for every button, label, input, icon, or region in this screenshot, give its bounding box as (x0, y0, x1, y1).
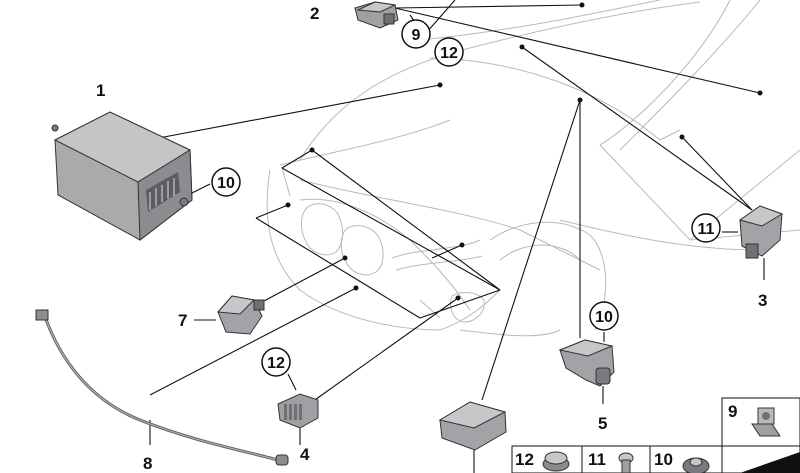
circle-label-12-top: 12 (440, 45, 458, 62)
circle-label-9: 9 (412, 27, 421, 44)
circle-callout-10-right (589, 301, 619, 331)
callout-5: 5 (598, 414, 607, 433)
circle-label-12-bottom: 12 (267, 355, 285, 372)
circle-callout-12-bottom (261, 347, 291, 377)
lower-sensor-part (438, 401, 507, 473)
small-parts-legend: 9 12 11 10 (511, 397, 800, 473)
legend-label-10: 10 (654, 450, 673, 469)
callout-3: 3 (758, 291, 767, 310)
bumper-sensor-part (277, 393, 319, 429)
circle-callout-10-left (211, 167, 241, 197)
circle-callout-11 (691, 213, 721, 243)
top-sensor-part (354, 1, 399, 29)
callout-8: 8 (143, 454, 152, 473)
callout-4: 4 (300, 445, 310, 464)
legend-label-9: 9 (728, 402, 737, 421)
control-unit-part (51, 111, 193, 241)
screw-icon (618, 452, 634, 473)
car-outline (266, 0, 800, 337)
callout-7: 7 (178, 311, 187, 330)
circle-label-10-left: 10 (217, 175, 235, 192)
wiring-cable-part (35, 309, 289, 466)
front-sensor-part (216, 295, 265, 335)
nut-icon (542, 451, 570, 472)
clip-icon (751, 407, 781, 437)
circle-label-10-right: 10 (595, 309, 613, 326)
legend-label-11: 11 (588, 450, 606, 469)
circle-callout-12-top (434, 37, 464, 67)
corner-triangle-icon (740, 452, 800, 473)
spring-nut-icon (682, 457, 710, 473)
right-sensor-part (738, 205, 784, 259)
callout-labels: 1 2 3 4 5 7 8 9 12 10 12 10 11 (96, 4, 767, 473)
pillar-sensor-part (558, 339, 615, 387)
legend-box-11 (581, 445, 651, 473)
callout-1: 1 (96, 81, 105, 100)
leader-lines (147, 0, 765, 445)
circle-callout-9 (401, 19, 431, 49)
circle-label-11: 11 (698, 221, 715, 238)
legend-label-12: 12 (515, 450, 534, 469)
callout-2: 2 (310, 4, 319, 23)
